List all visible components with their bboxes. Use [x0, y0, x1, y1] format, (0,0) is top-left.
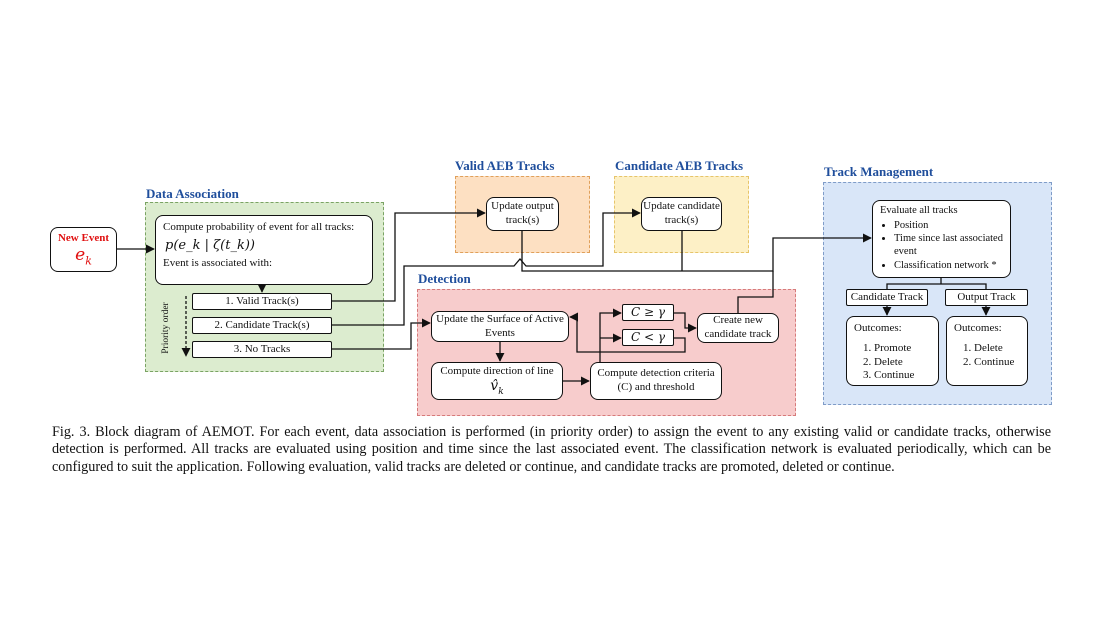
- output-outcomes-list: Delete Continue: [954, 342, 1020, 370]
- arrow-criteria-to-ge: [599, 308, 622, 362]
- new-event-symbol: ek: [75, 245, 92, 268]
- option-no-tracks: 3. No Tracks: [192, 341, 332, 358]
- condition-ge-box: C ≥ γ: [622, 304, 674, 321]
- candidate-outcomes-box: Outcomes: Promote Delete Continue: [846, 316, 939, 386]
- valid-tracks-title: Valid AEB Tracks: [455, 158, 555, 173]
- arrow-valid-to-update-output: [332, 208, 486, 302]
- probability-formula: p(e_k | ζ(t_k)): [165, 237, 255, 253]
- outcome-item: Continue: [974, 356, 1020, 370]
- figure-caption: Fig. 3. Block diagram of AEMOT. For each…: [52, 424, 1051, 475]
- arrow-notracks-to-detection: [332, 318, 431, 350]
- evaluate-tracks-text: Evaluate all tracks: [880, 205, 958, 216]
- condition-lt-box: C < γ: [622, 329, 674, 346]
- criteria-item: Position: [894, 219, 1003, 232]
- line-evaluate-to-branches: [886, 278, 987, 289]
- compute-direction-text: Compute direction of line: [440, 365, 554, 378]
- new-event-box: New Event ek: [50, 227, 117, 272]
- evaluate-tracks-box: Evaluate all tracks Position Time since …: [872, 200, 1011, 278]
- evaluation-criteria-list: Position Time since last associated even…: [880, 219, 1003, 272]
- line-create-to-merge: [737, 271, 774, 313]
- outcome-item: Promote: [874, 342, 931, 356]
- candidate-outcomes-title: Outcomes:: [854, 322, 902, 334]
- candidate-tracks-title: Candidate AEB Tracks: [615, 158, 744, 173]
- arrow-ge-to-create: [674, 312, 697, 333]
- track-management-title: Track Management: [824, 164, 934, 179]
- output-outcomes-box: Outcomes: Delete Continue: [946, 316, 1028, 386]
- update-output-tracks-box: Update output track(s): [486, 197, 559, 231]
- output-track-label: Output Track: [945, 289, 1028, 306]
- output-outcomes-title: Outcomes:: [954, 322, 1002, 334]
- candidate-track-label: Candidate Track: [846, 289, 928, 306]
- candidate-outcomes-list: Promote Delete Continue: [854, 342, 931, 383]
- criteria-item: Classification network *: [894, 259, 1003, 272]
- compute-probability-text: Compute probability of event for all tra…: [163, 221, 355, 233]
- option-candidate-tracks: 2. Candidate Track(s): [192, 317, 332, 334]
- data-association-title: Data Association: [146, 186, 239, 201]
- option-valid-tracks: 1. Valid Track(s): [192, 293, 332, 310]
- compute-criteria-box: Compute detection criteria (C) and thres…: [590, 362, 722, 400]
- association-text: Event is associated with:: [163, 257, 273, 269]
- compute-direction-box: Compute direction of line v̂k: [431, 362, 563, 400]
- arrow-candidate-to-update-candidate: [332, 208, 641, 326]
- new-event-label: New Event: [57, 232, 110, 245]
- update-candidate-tracks-box: Update candidate track(s): [641, 197, 722, 231]
- outcome-item: Continue: [874, 369, 931, 383]
- arrow-output-to-track-management: [521, 231, 872, 272]
- direction-symbol: v̂k: [490, 377, 504, 397]
- outcome-item: Delete: [974, 342, 1020, 356]
- update-surface-box: Update the Surface of Active Events: [431, 311, 569, 342]
- outcome-item: Delete: [874, 356, 931, 370]
- create-candidate-box: Create new candidate track: [697, 313, 779, 343]
- compute-probability-box: Compute probability of event for all tra…: [155, 215, 373, 285]
- detection-title: Detection: [418, 271, 471, 286]
- criteria-item: Time since last associated event: [894, 232, 1003, 258]
- arrow-lt-to-surface: [569, 312, 686, 353]
